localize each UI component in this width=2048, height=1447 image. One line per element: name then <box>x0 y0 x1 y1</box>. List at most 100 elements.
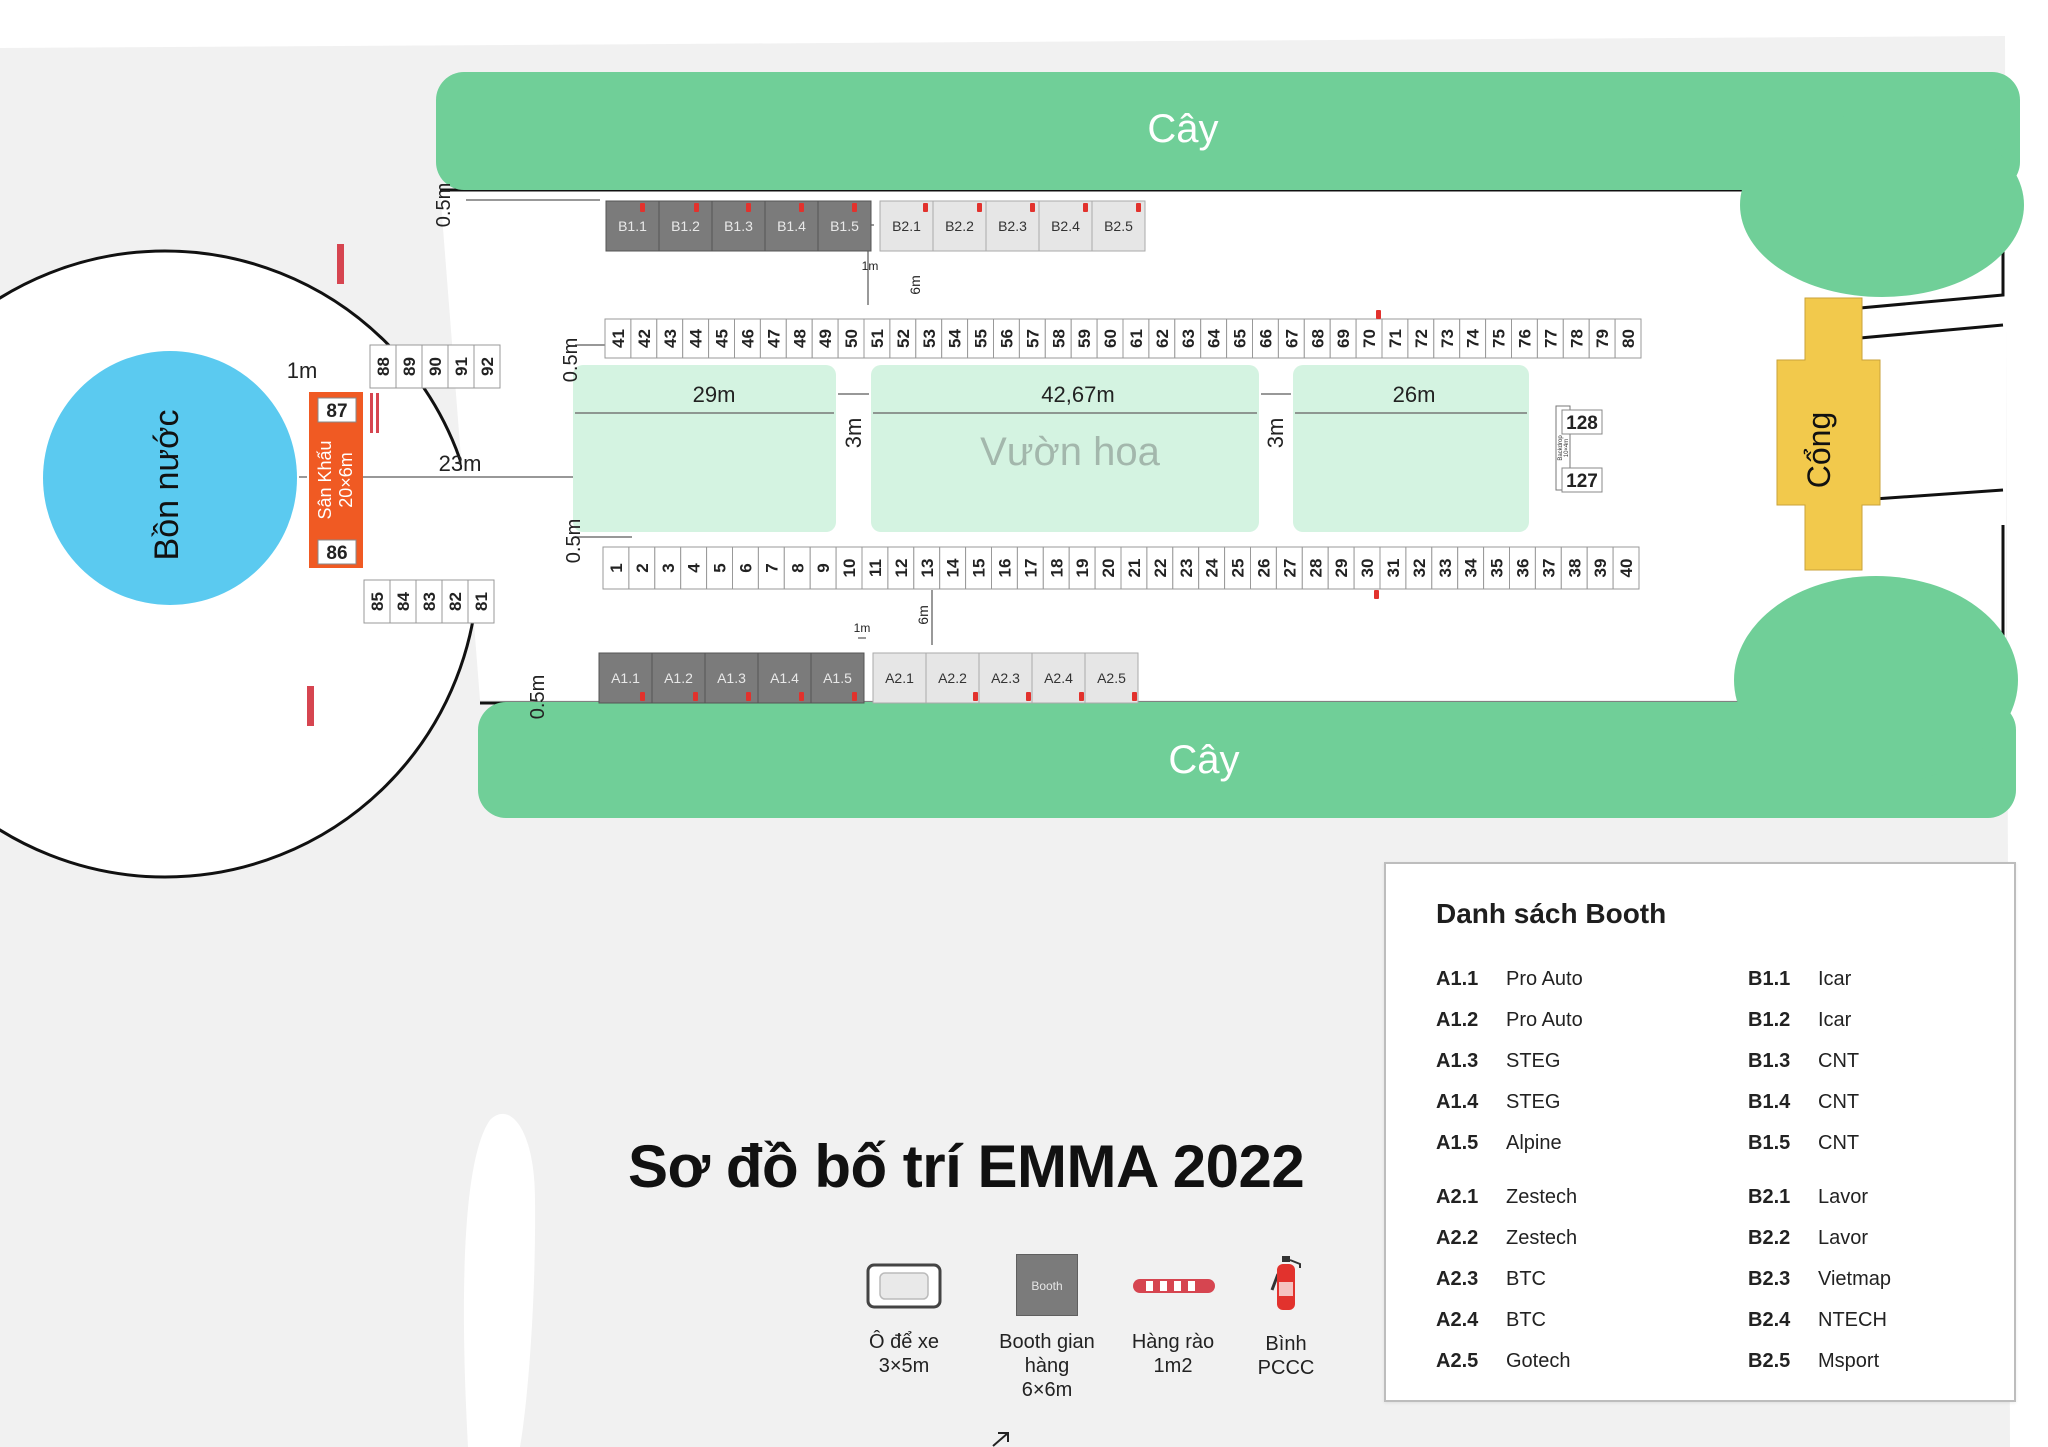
parking-spot <box>967 318 994 359</box>
booth-label: B2.1 <box>892 218 921 234</box>
parking-spot-label: 51 <box>868 329 887 348</box>
booth-B1-4 <box>764 200 819 252</box>
dim-garden-mid: 42,67m <box>1041 382 1114 407</box>
fire-extinguisher-icon <box>1374 590 1379 599</box>
parking-spot-label: 48 <box>790 329 809 348</box>
parking-spot-label: 35 <box>1488 559 1507 578</box>
parking-spot <box>1405 546 1433 590</box>
parking-spot <box>656 318 684 359</box>
dim-parking-top-margin: 0.5m <box>560 338 582 382</box>
booth-label: A2.5 <box>1097 670 1126 686</box>
tree-bottom-shape <box>478 702 2016 818</box>
booth-code: A2.4 <box>1436 1309 1479 1331</box>
parking-spot <box>630 318 658 359</box>
parking-spot-label: 42 <box>635 329 654 348</box>
parking-spot-label: 61 <box>1127 329 1146 348</box>
booth-label: B1.1 <box>618 218 647 234</box>
parking-spot-label: 128 <box>1566 413 1598 434</box>
parking-spot-label: 66 <box>1256 329 1275 348</box>
stage-size: 20×6m <box>336 452 356 508</box>
booth-label: A2.3 <box>991 670 1020 686</box>
parking-spot-label: 63 <box>1179 329 1198 348</box>
booth-company: Icar <box>1818 968 1852 990</box>
parking-spot-label: 28 <box>1306 559 1325 578</box>
parking-spot <box>991 546 1018 590</box>
parking-spot-label: 31 <box>1384 559 1403 578</box>
tree-top-right-shape <box>1740 113 2024 297</box>
parking-spot <box>604 318 632 359</box>
parking-spot <box>1433 318 1461 359</box>
booth-A2-5 <box>1084 652 1139 704</box>
dimension-lines <box>299 199 1527 645</box>
parking-spot-label: 40 <box>1617 559 1636 578</box>
booth-label: B1.4 <box>777 218 806 234</box>
legend-parking: Ô để xe 3×5m <box>842 1330 966 1378</box>
parking-spot <box>1614 318 1642 359</box>
parking-spot-label: 9 <box>814 563 833 572</box>
legend-booth-icon: Booth <box>1016 1254 1078 1316</box>
garden-mid <box>871 365 1259 532</box>
dim-aisle-bottom: 6m <box>915 605 931 624</box>
parking-spot-label: 39 <box>1591 559 1610 578</box>
parking-spot-label: 55 <box>972 329 991 348</box>
stage-label: Sân Khấu <box>315 440 335 519</box>
fire-extinguisher-icon <box>746 203 751 212</box>
fountain <box>43 351 297 605</box>
parking-spot-label: 18 <box>1047 559 1066 578</box>
parking-spot-label: 6 <box>736 563 755 572</box>
legend-parking-line1: Ô để xe <box>868 1331 940 1353</box>
parking-spot-label: 75 <box>1490 329 1509 348</box>
parking-spot-label: 82 <box>446 592 465 611</box>
booth-label: B1.5 <box>830 218 859 234</box>
garden-label: Vườn hoa <box>980 430 1161 474</box>
fire-extinguisher-icon <box>799 692 804 701</box>
fire-extinguisher-icon <box>973 692 978 701</box>
fountain-label: Bồn nước <box>148 410 186 561</box>
parking-spot <box>654 546 682 590</box>
parking-spot <box>628 546 656 590</box>
parking-spot-label: 11 <box>866 559 885 577</box>
fire-extinguisher-icon <box>1030 203 1035 212</box>
booth-code: A1.2 <box>1436 1009 1479 1031</box>
parking-spot-label: 7 <box>762 563 781 572</box>
parking-spot-label: 29 <box>1332 559 1351 578</box>
parking-spot <box>1379 546 1407 590</box>
parking-spot-label: 90 <box>426 357 445 376</box>
booth-code: A1.5 <box>1436 1132 1479 1154</box>
dim-parking-bottom-margin: 0.5m <box>563 519 585 563</box>
booth-company: NTECH <box>1818 1309 1887 1331</box>
dim-stage-gap: 1m <box>287 358 318 383</box>
parking-spot-label: 17 <box>1021 559 1040 578</box>
fire-extinguisher-icon <box>1270 1256 1301 1310</box>
parking-spot-label: 52 <box>894 329 913 348</box>
fire-extinguisher-icon <box>640 203 645 212</box>
extinguisher-layer <box>640 203 1381 701</box>
parking-spot <box>889 318 917 359</box>
parking-spot <box>1562 318 1590 359</box>
parking-spot-label: 60 <box>1101 329 1120 348</box>
parking-spot <box>913 546 941 590</box>
parking-spot <box>1561 467 1603 493</box>
booth-label: B1.2 <box>671 218 700 234</box>
parking-spot-label: 14 <box>944 558 963 577</box>
booth-label: A2.1 <box>885 670 914 686</box>
booth-A2-4 <box>1031 652 1086 704</box>
dim-garden-left: 29m <box>693 382 736 407</box>
parking-spot <box>732 546 759 590</box>
booth-company: CNT <box>1818 1050 1860 1072</box>
tree-top-shape <box>436 72 2020 190</box>
booth-company: CNT <box>1818 1132 1860 1154</box>
legend-booth-line1: Booth gian <box>999 1331 1095 1353</box>
dim-booth-gap-bottom: 1m <box>854 621 871 635</box>
legend-fence-line1: Hàng rào <box>1131 1331 1215 1353</box>
booth-company: Zestech <box>1506 1186 1578 1208</box>
parking-spot <box>1016 546 1044 590</box>
booth-B1-3 <box>711 200 766 252</box>
parking-spot <box>680 546 708 590</box>
parking-spot-label: 8 <box>788 563 807 572</box>
